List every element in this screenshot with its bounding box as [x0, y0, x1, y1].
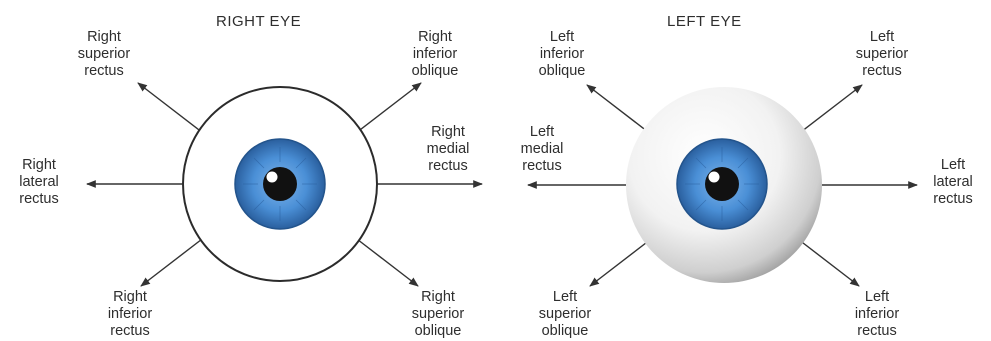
left-pupil — [705, 167, 739, 201]
label-right-superior-rectus: Right superior rectus — [77, 29, 131, 79]
label-left-inferior-oblique: Left inferior oblique — [538, 29, 586, 79]
arrow-right-inferior-rectus — [140, 235, 207, 287]
arrow-left-inferior-rectus — [793, 235, 860, 287]
label-left-inferior-rectus: Left inferior rectus — [854, 289, 900, 339]
arrow-right-superior-rectus — [137, 82, 204, 134]
left-eye-title: LEFT EYE — [667, 13, 742, 30]
left-eyeball — [626, 87, 822, 283]
left-eye-arrows — [527, 84, 918, 287]
label-right-lateral-rectus: Right lateral rectus — [19, 157, 59, 207]
label-left-lateral-rectus: Left lateral rectus — [933, 157, 973, 207]
label-right-superior-oblique: Right superior oblique — [411, 289, 465, 339]
right-eye-title: RIGHT EYE — [216, 13, 302, 30]
label-right-medial-rectus: Right medial rectus — [426, 124, 470, 174]
label-left-superior-rectus: Left superior rectus — [855, 29, 909, 79]
arrow-left-superior-oblique — [589, 235, 656, 287]
label-right-inferior-rectus: Right inferior rectus — [107, 289, 153, 339]
right-eye-arrows — [86, 82, 483, 287]
left-highlight — [708, 171, 720, 183]
right-iris — [234, 138, 326, 230]
right-eyeball — [182, 86, 378, 282]
left-iris — [676, 138, 768, 230]
label-right-inferior-oblique: Right inferior oblique — [411, 29, 459, 79]
right-pupil — [263, 167, 297, 201]
arrow-right-superior-oblique — [352, 235, 419, 287]
arrow-left-superior-rectus — [796, 84, 863, 136]
label-left-superior-oblique: Left superior oblique — [538, 289, 592, 339]
label-left-medial-rectus: Left medial rectus — [520, 124, 564, 174]
right-highlight — [266, 171, 278, 183]
arrow-right-inferior-oblique — [355, 82, 422, 134]
arrow-left-inferior-oblique — [586, 84, 653, 136]
